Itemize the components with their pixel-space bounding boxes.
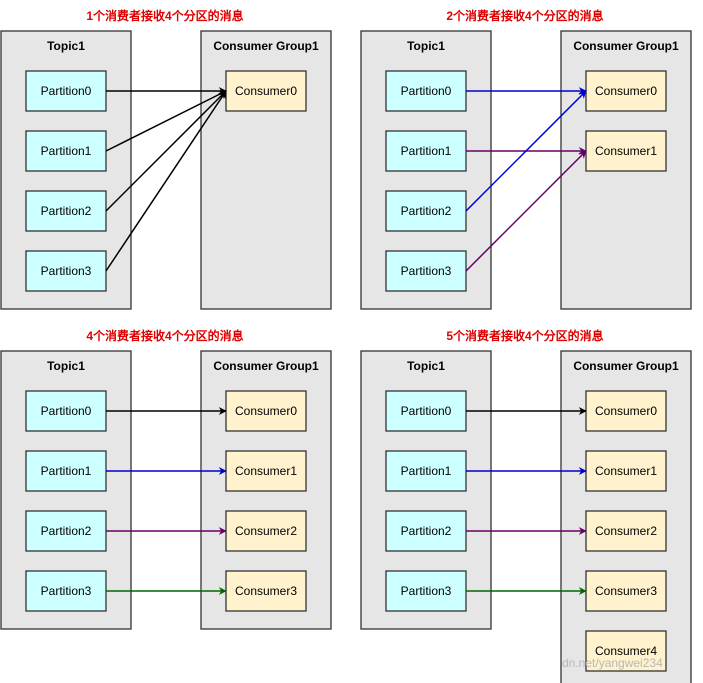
consumer-label: Consumer0: [235, 404, 297, 418]
topic-title: Topic1: [407, 359, 445, 373]
consumer-group-title: Consumer Group1: [213, 359, 319, 373]
consumer-label: Consumer3: [595, 584, 657, 598]
partition-label: Partition0: [41, 84, 92, 98]
diagram-caption: 5个消费者接收4个分区的消息: [446, 328, 603, 343]
partition-label: Partition2: [401, 204, 452, 218]
consumer-node: [585, 450, 667, 492]
partition-node: [385, 130, 467, 172]
partition-node: [25, 510, 107, 552]
partition-label: Partition3: [41, 584, 92, 598]
consumer-label: Consumer0: [235, 84, 297, 98]
partition-node: [385, 190, 467, 232]
partition-label: Partition1: [41, 464, 92, 478]
consumer-label: Consumer1: [595, 144, 657, 158]
consumer-node: [225, 450, 307, 492]
assignment-arrow: [465, 150, 587, 272]
consumer-label: Consumer0: [595, 404, 657, 418]
consumer-node: [225, 390, 307, 432]
consumer-label: Consumer4: [595, 644, 657, 658]
partition-node: [25, 450, 107, 492]
partition-label: Partition2: [41, 204, 92, 218]
partition-label: Partition3: [401, 584, 452, 598]
consumer-label: Consumer2: [595, 524, 657, 538]
assignment-arrow: [105, 90, 227, 212]
partition-label: Partition1: [401, 144, 452, 158]
consumer-node: [585, 510, 667, 552]
consumer-node: [585, 390, 667, 432]
partition-label: Partition0: [401, 84, 452, 98]
partition-label: Partition3: [401, 264, 452, 278]
partition-label: Partition2: [41, 524, 92, 538]
diagram-4: 5个消费者接收4个分区的消息 Topic1 Consumer Group1Parti…: [360, 328, 692, 683]
consumer-label: Consumer0: [595, 84, 657, 98]
topic-title: Topic1: [47, 359, 85, 373]
topic-title: Topic1: [47, 39, 85, 53]
consumer-node: [585, 570, 667, 612]
diagram-3: 4个消费者接收4个分区的消息 Topic1 Consumer Group1Parti…: [0, 328, 332, 630]
partition-label: Partition3: [41, 264, 92, 278]
partition-label: Partition0: [41, 404, 92, 418]
diagram-2: 2个消费者接收4个分区的消息 Topic1 Consumer Group1Parti…: [360, 8, 692, 310]
consumer-group-title: Consumer Group1: [573, 359, 679, 373]
topic-title: Topic1: [407, 39, 445, 53]
consumer-label: Consumer2: [235, 524, 297, 538]
assignment-arrow: [105, 90, 227, 272]
partition-node: [25, 390, 107, 432]
consumer-node: [225, 570, 307, 612]
assignment-arrow: [105, 90, 227, 152]
assignment-arrow: [465, 90, 587, 212]
partition-node: [385, 250, 467, 292]
diagram-caption: 2个消费者接收4个分区的消息: [446, 8, 603, 23]
consumer-node: [225, 70, 307, 112]
consumer-group-title: Consumer Group1: [213, 39, 319, 53]
consumer-label: Consumer1: [235, 464, 297, 478]
consumer-node: [585, 630, 667, 672]
consumer-group-title: Consumer Group1: [573, 39, 679, 53]
diagram-caption: 1个消费者接收4个分区的消息: [86, 8, 243, 23]
partition-node: [25, 70, 107, 112]
consumer-node: [585, 70, 667, 112]
partition-node: [385, 70, 467, 112]
consumer-label: Consumer3: [235, 584, 297, 598]
consumer-node: [585, 130, 667, 172]
consumer-label: Consumer1: [595, 464, 657, 478]
partition-node: [385, 390, 467, 432]
partition-node: [25, 190, 107, 232]
consumer-node: [225, 510, 307, 552]
diagram-caption: 4个消费者接收4个分区的消息: [86, 328, 243, 343]
diagram-1: 1个消费者接收4个分区的消息 Topic1 Consumer Group1Parti…: [0, 8, 332, 310]
watermark-text: dn.net/yangwei234: [562, 656, 663, 670]
partition-label: Partition1: [401, 464, 452, 478]
partition-node: [25, 250, 107, 292]
partition-node: [385, 450, 467, 492]
partition-label: Partition2: [401, 524, 452, 538]
partition-node: [385, 570, 467, 612]
partition-label: Partition0: [401, 404, 452, 418]
partition-label: Partition1: [41, 144, 92, 158]
